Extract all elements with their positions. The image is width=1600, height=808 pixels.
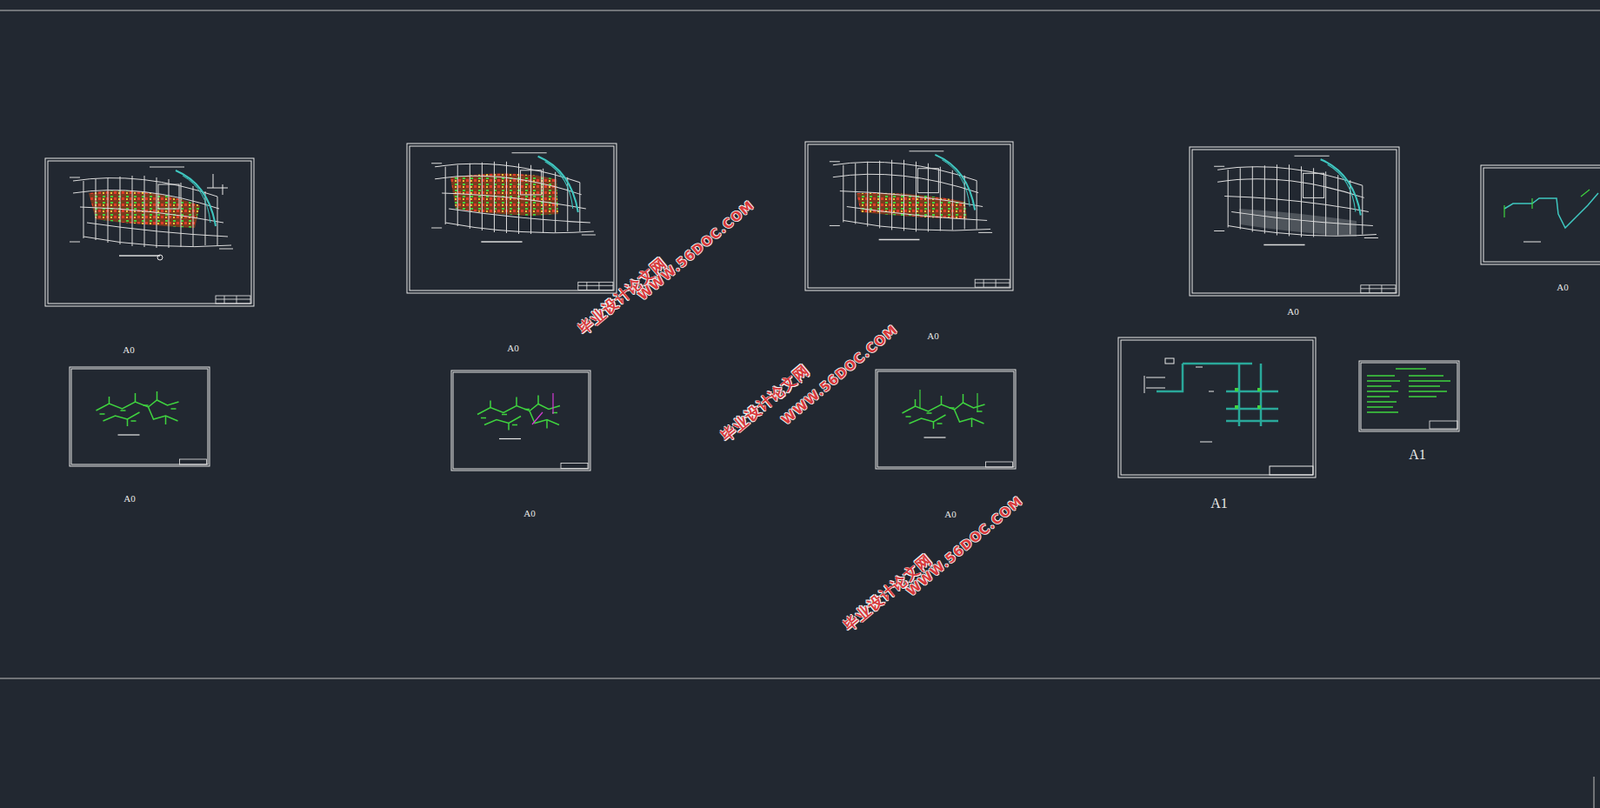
watermark-text: 毕业设计论文网: [573, 253, 671, 340]
sheet-size-label: A0: [523, 507, 535, 519]
sheet-size-label: A0: [1556, 281, 1568, 293]
sheet-size-label: A1: [1210, 495, 1228, 512]
watermark-text: WWW.56DOC.COM: [903, 493, 1027, 600]
sheet-size-label: A0: [926, 330, 939, 341]
sheet-size-label: A0: [1286, 306, 1299, 317]
sheet-size-label: A0: [122, 344, 134, 355]
sheet-size-label: A0: [506, 342, 519, 354]
watermark-text: WWW.56DOC.COM: [634, 197, 758, 304]
sheet-size-label: A1: [1408, 446, 1427, 463]
sheet-size-label: A0: [944, 508, 956, 520]
sheet-size-label: A0: [123, 493, 135, 504]
